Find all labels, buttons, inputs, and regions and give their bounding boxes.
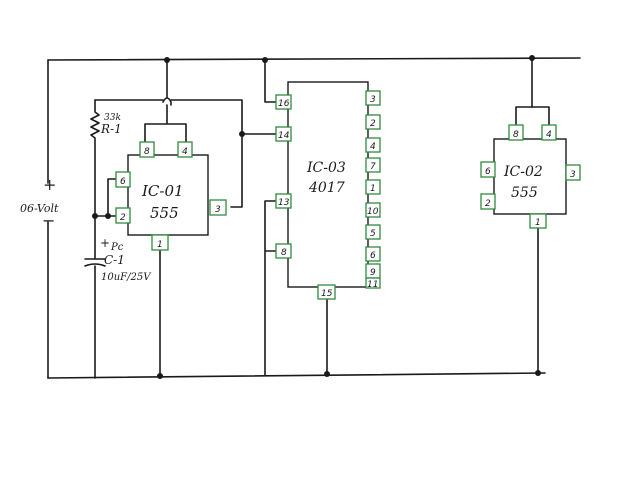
ic02-pin4-box	[541, 124, 557, 141]
ic01-vcc-wire	[162, 59, 172, 106]
capacitor-plus-sign: +	[100, 236, 110, 250]
ic03-pin4-box	[365, 137, 381, 153]
ic01-pin3-box	[209, 199, 227, 216]
ic03-pin6-label: 6	[370, 251, 376, 261]
ic03-pin16-label: 16	[278, 99, 290, 109]
ic03-pin2-label: 2	[370, 119, 376, 129]
ic03-pin2-box	[365, 114, 381, 130]
ic01-pin4-box	[177, 141, 193, 158]
ic03-pin11-box	[365, 277, 381, 289]
junction-clock	[239, 131, 245, 137]
ic01-pin1-label: 1	[157, 240, 163, 250]
ic02-pin1-box	[529, 213, 547, 229]
ic02-name-label: IC-02	[503, 164, 543, 180]
ic03-pin10-label: 10	[367, 207, 379, 217]
ic02-pin3-box	[565, 164, 581, 181]
ic02-pin3-label: 3	[570, 170, 576, 180]
ic02-pin8-pin4-bridge	[515, 106, 550, 126]
junction-ic02-vcc	[529, 55, 535, 61]
ic01-pin1-box	[151, 234, 169, 251]
junction-ic03-ground	[324, 371, 330, 377]
ic02-pin8-label: 8	[513, 130, 519, 140]
junction-ic01-vcc	[164, 57, 170, 63]
ic03-pin9-label: 9	[370, 268, 376, 278]
ic02-body	[493, 138, 567, 215]
negative-rail	[47, 372, 546, 379]
resistor-r1	[90, 99, 100, 217]
capacitor-type-label: Pc	[110, 242, 124, 253]
ic01-pin8-label: 8	[144, 147, 150, 157]
ic01-pin2-label: 2	[120, 213, 126, 223]
junction-ic02-ground	[535, 370, 541, 376]
ic01-pin8-box	[139, 141, 155, 158]
ic02-pin1-label: 1	[535, 218, 541, 228]
ic03-pin5-label: 5	[370, 229, 376, 239]
ic03-name-label: IC-03	[306, 160, 346, 176]
ic03-pin11-label: 11	[367, 280, 378, 290]
ic03-pin4-label: 4	[370, 142, 376, 152]
ic01-pin6-box	[115, 171, 131, 188]
ic03-pin13-box	[275, 193, 292, 209]
battery-minus-sign: −	[42, 211, 55, 230]
ic02-pin6-label: 6	[485, 167, 491, 177]
ic03-pin1-label: 1	[370, 184, 376, 194]
ic02-pin2-box	[480, 193, 496, 210]
ic03-pin14-label: 14	[278, 131, 290, 141]
ic03-pin14-box	[275, 126, 292, 142]
ic03-pin16-box	[275, 94, 292, 110]
ic01-pin8-pin4-bridge	[144, 104, 187, 146]
junction-ic01-ground	[157, 373, 163, 379]
ic03-pin6-box	[365, 246, 381, 262]
ic03-pin8-label: 8	[281, 248, 287, 258]
capacitor-ref-label: C-1	[104, 253, 125, 267]
ic03-part-label: 4017	[308, 180, 345, 196]
ic03-vcc-wire	[264, 59, 277, 103]
ic02-pin4-label: 4	[546, 130, 552, 140]
battery-plus-sign: +	[43, 175, 56, 194]
resistor-value-label: 33k	[104, 113, 121, 123]
capacitor-c1-plates	[84, 215, 106, 379]
ic02-pin8-box	[508, 124, 524, 141]
ic02-part-label: 555	[511, 185, 538, 201]
ic01-output-wire	[230, 132, 243, 208]
ic03-pin3-box	[365, 90, 381, 106]
ic03-body	[287, 81, 369, 288]
ic02-pin6-box	[480, 161, 496, 178]
ic03-pin7-box	[365, 157, 381, 173]
positive-rail	[47, 57, 581, 61]
ic02-pin2-label: 2	[485, 199, 491, 209]
ic03-pin7-label: 7	[370, 162, 376, 172]
ic03-pin15-label: 15	[321, 289, 333, 299]
junction-trigger-threshold	[105, 213, 111, 219]
capacitor-value-label: 10uF/25V	[101, 272, 152, 283]
ic03-pin8-box	[275, 243, 292, 259]
ic01-pin6-label: 6	[120, 177, 126, 187]
ic03-pin10-box	[365, 202, 381, 218]
ic03-pin3-label: 3	[370, 95, 376, 105]
ic03-pin5-box	[365, 224, 381, 240]
junction-ic03-vcc	[262, 57, 268, 63]
ic01-pin4-label: 4	[182, 147, 188, 157]
resistor-ref-label: R-1	[100, 122, 122, 136]
ic01-name-label: IC-01	[141, 182, 184, 200]
ic01-top-crossover	[94, 99, 243, 134]
ic03-pin13-label: 13	[278, 198, 290, 208]
ic01-pin2-box	[115, 207, 131, 224]
ic03-pin15-box	[317, 284, 336, 300]
ic01-part-label: 555	[150, 204, 179, 222]
ic01-pin3-label: 3	[215, 205, 221, 215]
ic01-pin6-wire	[107, 178, 119, 217]
ic03-pin1-box	[365, 179, 381, 195]
battery-voltage-label: 06-Volt	[20, 202, 59, 215]
ic03-ground-wire	[264, 200, 277, 376]
